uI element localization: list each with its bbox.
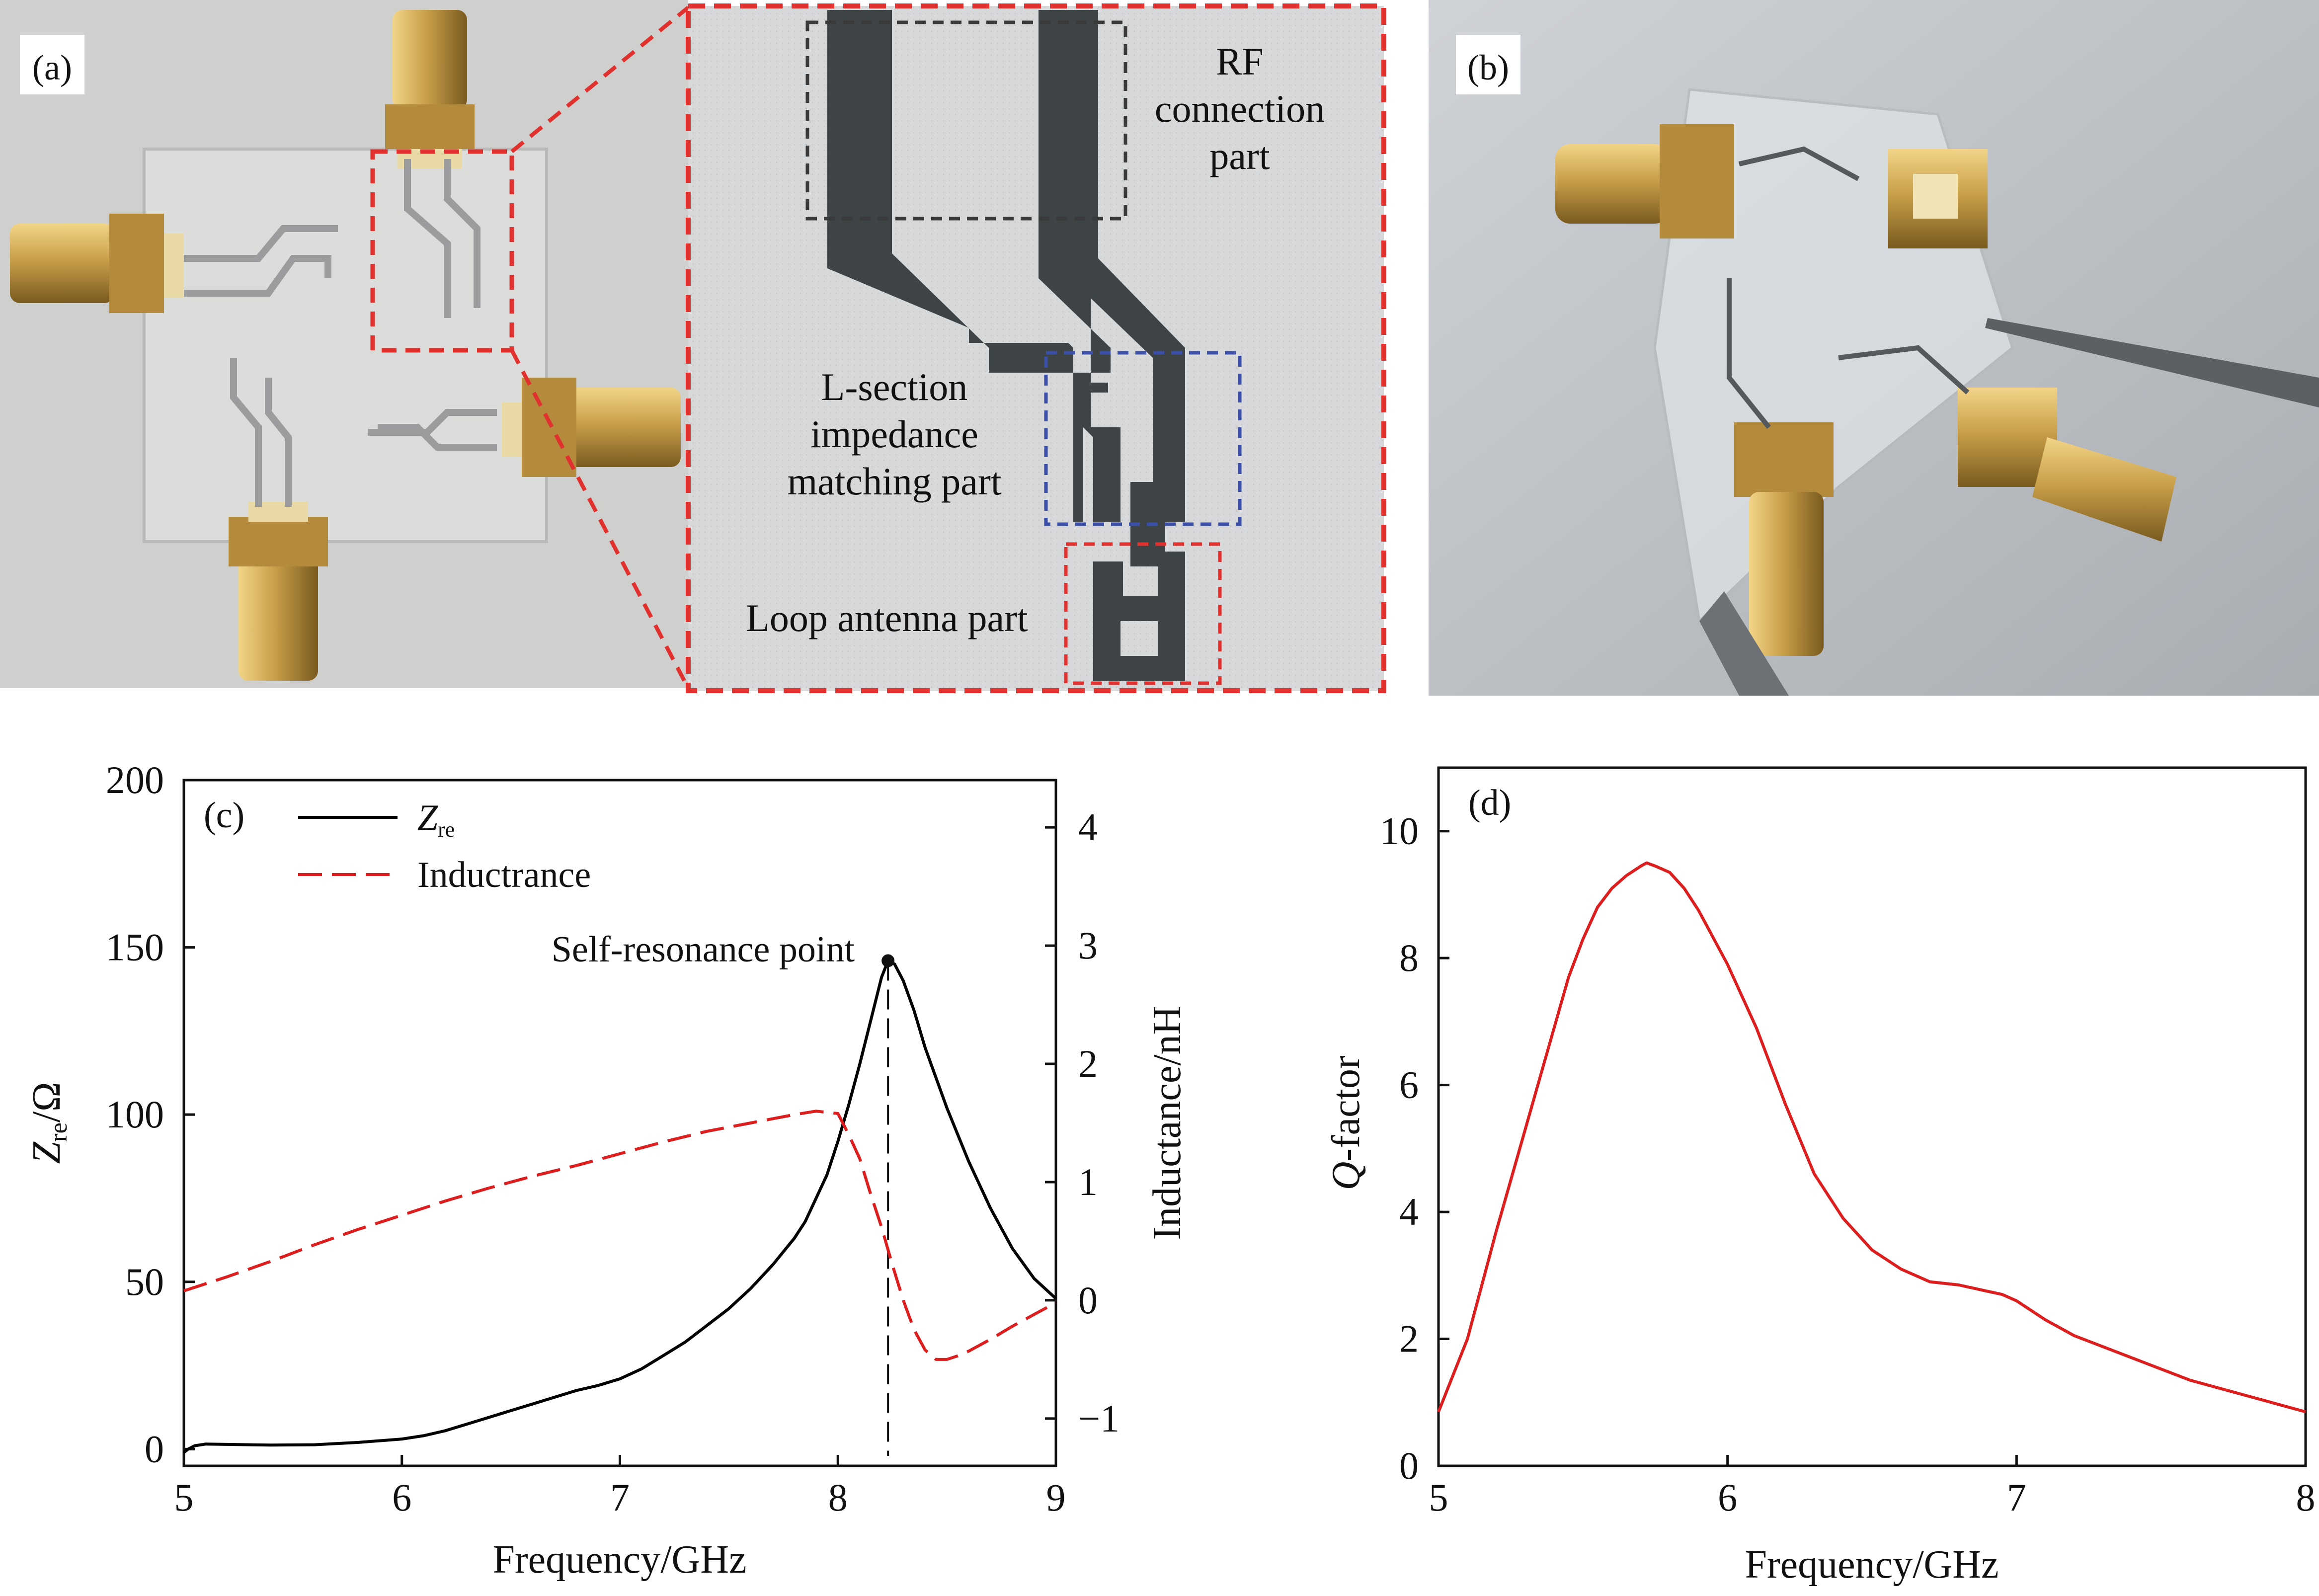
loop-antenna-box <box>1064 542 1222 685</box>
chart-c-y2tick-label: 1 <box>1078 1160 1098 1203</box>
substrate-sheet <box>143 148 548 543</box>
chart-c-xtick-label: 8 <box>828 1476 848 1519</box>
legend-inductance-label: Inductrance <box>417 855 591 895</box>
chart-d-ytick-label: 4 <box>1399 1190 1419 1233</box>
chart-c-panel-tag: (c) <box>204 795 244 836</box>
chart-d-ytick-label: 8 <box>1399 936 1419 979</box>
sma-connector-left <box>10 214 184 313</box>
chart-c-xtick-label: 5 <box>174 1476 194 1519</box>
tweezers <box>1985 318 2319 407</box>
chart-d-xtick-label: 7 <box>2007 1476 2026 1519</box>
chart-c-xtick-label: 9 <box>1046 1476 1066 1519</box>
chart-c-ylabel-sub: re <box>44 1122 72 1142</box>
chart-c-ytick-label: 100 <box>106 1093 164 1136</box>
chart-c-y2tick-label: 0 <box>1078 1278 1098 1322</box>
sma-connector-b1 <box>1555 124 1734 239</box>
tweezer-handle <box>1699 591 1789 696</box>
chart-c-ytick-label: 200 <box>106 758 164 801</box>
sma-connector-right <box>502 378 681 477</box>
chart-c-y2tick-label: 4 <box>1078 805 1098 849</box>
l-section-box <box>1044 351 1242 526</box>
label-rf-line3: part <box>1209 134 1270 177</box>
label-lsection-line3: matching part <box>787 460 1001 503</box>
sma-connector-b4 <box>1958 388 2176 542</box>
chart-c-legend: Zre Inductrance <box>298 798 591 895</box>
antenna-traces <box>184 159 497 507</box>
label-loop-antenna: Loop antenna part <box>746 596 1028 639</box>
panel-b-tag: (b) <box>1467 48 1509 87</box>
chart-c-xtick-label: 6 <box>392 1476 411 1519</box>
chart-c-xtick-label: 7 <box>610 1476 630 1519</box>
self-resonance-annotation: Self-resonance point <box>552 929 855 970</box>
chart-d-xtick-label: 5 <box>1429 1476 1448 1519</box>
antenna-traces-b <box>1727 146 1970 429</box>
zoom-line-top <box>510 5 690 154</box>
panel-a-tag: (a) <box>32 48 72 87</box>
panel-a-zoom-inset: RF connection part L-section impedance m… <box>686 3 1386 693</box>
chart-d-ytick-label: 2 <box>1399 1317 1419 1360</box>
chart-c-xlabel: Frequency/GHz <box>493 1538 747 1582</box>
chart-d-ylabel: Q-factor <box>1324 1056 1368 1191</box>
chart-c: (c) Zre Inductrance Self-resonance point… <box>25 758 1189 1582</box>
chart-c-y2label: Inductance/nH <box>1145 1006 1189 1240</box>
chart-c-ylabel: Zre/Ω <box>25 1082 72 1164</box>
chart-d-xtick-label: 8 <box>2296 1476 2316 1519</box>
chart-d-ylabel-main: Q <box>1324 1162 1368 1191</box>
chart-c-frame <box>182 779 1057 1467</box>
q-factor-series-line <box>1437 861 2306 1414</box>
chart-c-ylabel-main: Z <box>25 1141 69 1164</box>
panel-a: (a) <box>0 0 690 689</box>
chart-d-ytick-label: 6 <box>1399 1063 1419 1107</box>
chart-c-ytick-label: 150 <box>106 926 164 969</box>
label-lsection-line1: L-section <box>821 365 968 408</box>
chart-d-xtick-label: 6 <box>1718 1476 1737 1519</box>
zoom-inset-frame <box>686 3 1386 693</box>
sma-connector-b3 <box>1734 422 1834 656</box>
label-lsection-line2: impedance <box>810 412 978 456</box>
sma-connector-top <box>385 10 475 169</box>
inductance-series-line <box>183 1110 1057 1361</box>
chart-d-ylabel-rest: -factor <box>1324 1056 1368 1162</box>
legend-zre-label: Zre <box>417 798 455 842</box>
label-rf-line2: connection <box>1155 87 1325 130</box>
photo-highlight-box <box>370 149 514 353</box>
zre-series-line <box>183 959 1057 1454</box>
chart-c-y2tick-label: 3 <box>1078 924 1098 967</box>
chart-d-ytick-label: 10 <box>1380 809 1419 853</box>
chart-d-ytick-label: 0 <box>1399 1444 1419 1487</box>
label-rf-line1: RF <box>1216 40 1263 83</box>
chart-c-ylabel-unit: /Ω <box>25 1082 69 1122</box>
legend-zre-sub: re <box>438 817 455 842</box>
chart-d-xlabel: Frequency/GHz <box>1745 1543 1999 1587</box>
sma-connector-b2 <box>1888 149 1988 248</box>
chart-d: (d) Frequency/GHz Q-factor 5 6 7 8 0 2 4 6 8 10 <box>1324 766 2316 1587</box>
legend-zre-main: Z <box>417 798 438 838</box>
self-resonance-point-marker <box>881 954 895 967</box>
chart-c-y2tick-label: 2 <box>1078 1042 1098 1085</box>
rf-connection-box <box>805 20 1127 221</box>
chart-d-frame <box>1437 766 2307 1467</box>
chart-d-panel-tag: (d) <box>1468 783 1511 823</box>
panel-b: (b) <box>1429 0 2319 696</box>
zoom-line-bottom <box>510 349 690 689</box>
chart-c-y2tick-label: −1 <box>1078 1397 1120 1440</box>
chart-c-ytick-label: 50 <box>125 1260 164 1303</box>
chart-c-ytick-label: 0 <box>145 1427 164 1470</box>
sma-connector-bottom <box>229 502 328 681</box>
